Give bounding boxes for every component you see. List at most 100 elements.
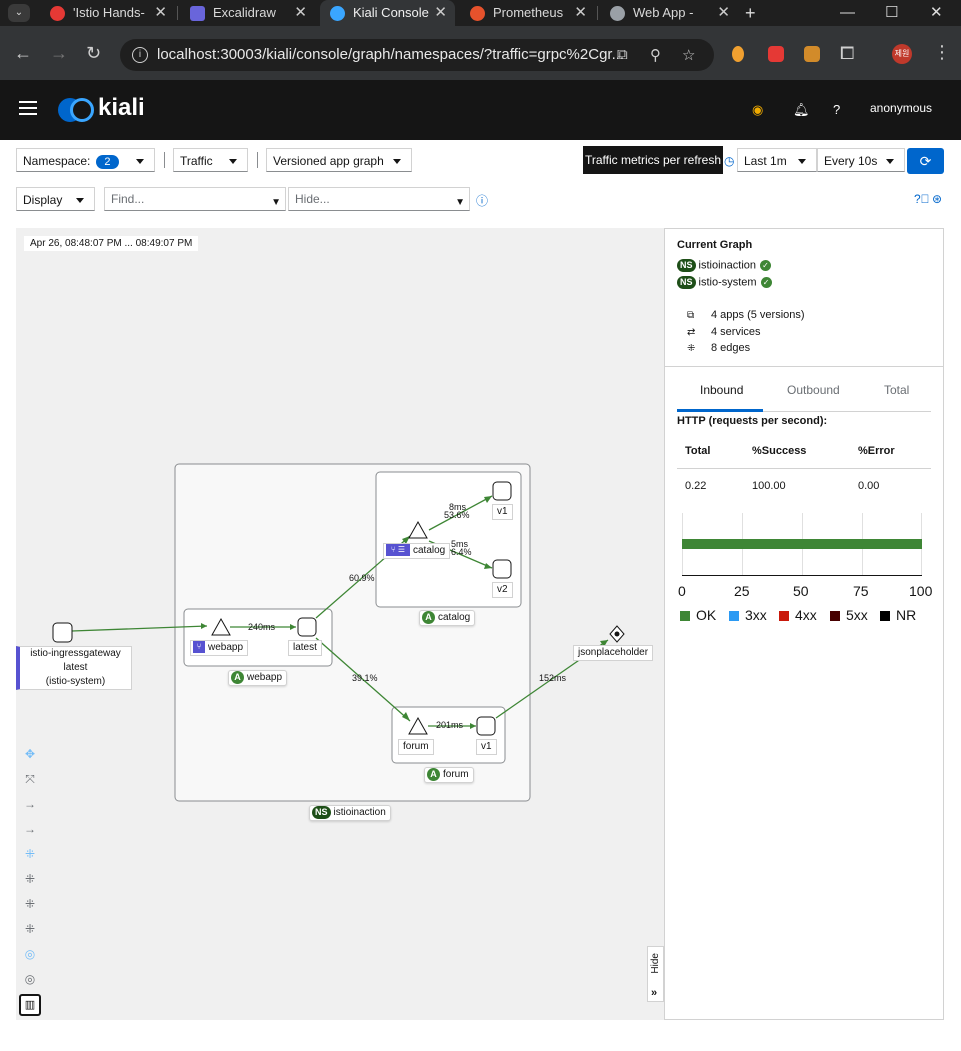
url-text[interactable]: localhost:30003/kiali/console/graph/name… xyxy=(157,46,625,63)
extension-icon[interactable] xyxy=(804,46,820,62)
legend-3xx: 3xx xyxy=(729,607,767,623)
service-graph-canvas[interactable]: Apr 26, 08:48:07 PM ... 08:49:07 PM xyxy=(16,228,664,1020)
zoom-in-arrow-icon[interactable]: → xyxy=(24,797,36,811)
catalog-service-node[interactable] xyxy=(408,520,428,539)
catalog-v2-node[interactable] xyxy=(492,559,512,579)
refresh-icon: ⟳ xyxy=(919,153,932,169)
refresh-button[interactable]: ⟳ xyxy=(907,148,944,174)
legend-map-icon[interactable]: ▥ xyxy=(19,994,41,1016)
close-tab-icon[interactable]: ✕ xyxy=(154,4,167,21)
translate-icon[interactable]: ⧉ xyxy=(617,46,628,63)
browser-tab-istio[interactable]: 'Istio Hands- ✕ xyxy=(40,0,175,26)
bookmark-star-icon[interactable]: ☆ xyxy=(682,47,696,64)
hide-input[interactable]: Hide... ▼ xyxy=(288,187,470,211)
zoom-out-arrow-icon[interactable]: → xyxy=(24,822,36,836)
kiali-logo[interactable]: kiali xyxy=(58,94,148,124)
hamburger-menu-icon[interactable] xyxy=(19,101,37,115)
catalog-v1-node[interactable] xyxy=(492,481,512,501)
find-help-info-icon[interactable]: ⓘ xyxy=(476,194,489,208)
help-icon[interactable]: ? xyxy=(833,102,841,117)
apps-icon: ⧉ xyxy=(687,310,695,321)
close-tab-icon[interactable]: ✕ xyxy=(294,4,307,21)
extension-icon[interactable] xyxy=(732,46,744,62)
traffic-selector[interactable]: Traffic xyxy=(173,148,248,172)
tab-outbound[interactable]: Outbound xyxy=(787,383,840,397)
tab-inbound[interactable]: Inbound xyxy=(700,383,744,397)
catalog-v2-label[interactable]: v2 xyxy=(492,582,513,598)
browser-tab-kiali[interactable]: Kiali Console ✕ xyxy=(320,0,455,26)
forum-service-label[interactable]: forum xyxy=(398,739,434,755)
minimize-icon[interactable]: — xyxy=(840,4,855,21)
profile-avatar[interactable]: 제원 xyxy=(892,44,912,64)
edge-label: 53.6% xyxy=(444,510,470,520)
namespace-layout-icon[interactable]: ◎ xyxy=(24,947,36,961)
zoom-icon[interactable]: ⚲ xyxy=(650,47,661,64)
duration-selector[interactable]: Last 1m xyxy=(737,148,817,172)
user-menu[interactable]: anonymous xyxy=(870,101,933,115)
catalog-app-box[interactable] xyxy=(375,471,522,608)
display-selector[interactable]: Display xyxy=(16,187,95,211)
catalog-v1-label[interactable]: v1 xyxy=(492,504,513,520)
browser-tab-prometheus[interactable]: Prometheus ✕ xyxy=(460,0,595,26)
find-input[interactable]: Find... ▼ xyxy=(104,187,286,211)
chevron-down-icon[interactable]: ▼ xyxy=(455,197,465,208)
webapp-service-label[interactable]: ⑂webapp xyxy=(190,640,249,656)
notification-bell-icon[interactable]: 🔔︎ xyxy=(793,102,810,117)
tab-search-dropdown[interactable]: ⌄ xyxy=(8,4,30,22)
close-tab-icon[interactable]: ✕ xyxy=(574,4,587,21)
browser-menu-icon[interactable]: ⋮ xyxy=(933,42,951,62)
ingress-workload-node[interactable] xyxy=(52,622,73,643)
extension-icon[interactable] xyxy=(768,46,784,62)
graph-tour-icon[interactable]: ⊛ xyxy=(932,192,943,206)
close-tab-icon[interactable]: ✕ xyxy=(717,4,730,21)
site-info-icon[interactable]: i xyxy=(132,47,148,63)
namespace-selector[interactable]: Namespace:2 xyxy=(16,148,155,172)
edge-ingress-webapp[interactable] xyxy=(71,625,208,632)
forum-v1-label[interactable]: v1 xyxy=(476,739,497,755)
layout-3-icon[interactable]: ⁜ xyxy=(24,922,36,936)
catalog-service-label[interactable]: ⑂ ☰catalog xyxy=(383,543,451,559)
browser-tab-webapp[interactable]: Web App - ✕ xyxy=(600,0,738,26)
chevron-down-icon[interactable]: ▼ xyxy=(271,197,281,208)
close-window-icon[interactable]: ✕ xyxy=(930,4,943,21)
reload-icon[interactable]: ↻ xyxy=(86,43,102,63)
webapp-latest-node[interactable] xyxy=(297,617,317,637)
tab-divider xyxy=(597,6,598,20)
graph-type-selector[interactable]: Versioned app graph xyxy=(266,148,412,172)
forward-arrow-icon[interactable]: → xyxy=(50,43,68,63)
refresh-interval-selector[interactable]: Every 10s xyxy=(817,148,905,172)
url-omnibox[interactable]: i localhost:30003/kiali/console/graph/na… xyxy=(120,39,714,71)
forum-service-node[interactable] xyxy=(408,716,428,735)
webapp-service-node[interactable] xyxy=(211,617,231,636)
caret-down-icon xyxy=(136,159,144,164)
forum-v1-node[interactable] xyxy=(476,716,496,736)
pan-move-icon[interactable]: ✥ xyxy=(24,747,36,761)
extensions-puzzle-icon[interactable]: ⧠ xyxy=(840,43,855,63)
tab-total[interactable]: Total xyxy=(884,383,910,397)
namespace-layout-alt-icon[interactable]: ◎ xyxy=(24,972,36,986)
fit-to-screen-icon[interactable]: ⤧ xyxy=(25,772,35,786)
ok-status-bar[interactable] xyxy=(682,539,922,549)
browser-tab-excalidraw[interactable]: Excalidraw ✕ xyxy=(180,0,315,26)
webapp-latest-label[interactable]: latest xyxy=(288,640,322,656)
hide-panel-tab[interactable]: Hide » xyxy=(647,946,664,1002)
edge-catalog-v1[interactable] xyxy=(428,495,493,531)
graph-help-icon[interactable]: ?⃝ xyxy=(914,192,930,206)
back-arrow-icon[interactable]: ← xyxy=(14,43,32,63)
edge-webapp-forum[interactable] xyxy=(315,637,411,722)
close-tab-icon[interactable]: ✕ xyxy=(434,4,447,21)
maximize-icon[interactable]: ☐ xyxy=(885,4,899,21)
layout-1-icon[interactable]: ⁜ xyxy=(24,872,36,886)
new-tab-icon[interactable]: + xyxy=(745,3,756,23)
layout-default-icon[interactable]: ⁜ xyxy=(24,847,36,861)
status-indicator-icon[interactable]: ◉ xyxy=(752,102,764,117)
layout-2-icon[interactable]: ⁜ xyxy=(24,897,36,911)
jsonplaceholder-label[interactable]: jsonplaceholder xyxy=(573,645,654,661)
ingress-node-label[interactable]: istio-ingressgateway latest (istio-syste… xyxy=(16,646,132,690)
